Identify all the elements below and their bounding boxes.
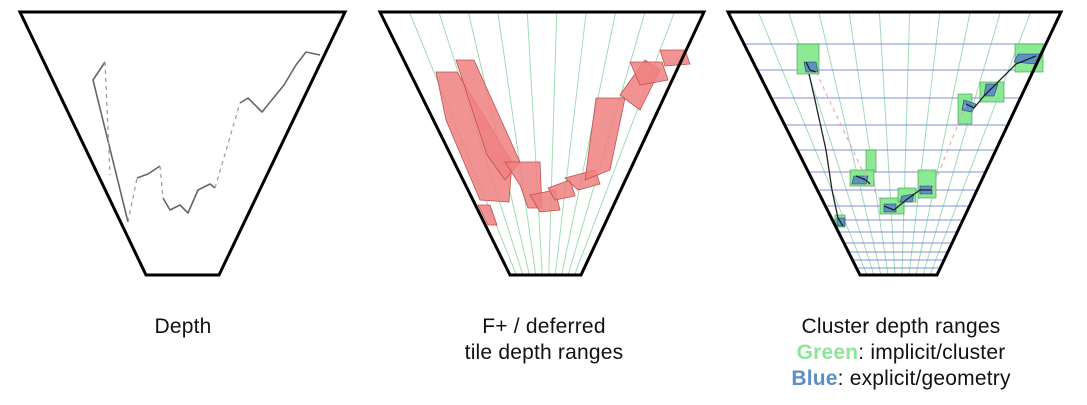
cluster-grid: [744, 11, 1046, 276]
tile-depth-ranges: [435, 49, 691, 226]
caption-line: F+ / deferred: [482, 315, 606, 338]
tile-grid-ray: [548, 11, 558, 276]
depth-panel: [17, 10, 348, 277]
caption-depth: Depth: [33, 314, 333, 340]
tile-grid-ray: [561, 11, 617, 276]
tile-grid-ray: [554, 11, 587, 276]
cluster-grid-ray: [757, 11, 868, 276]
legend-green-text: : implicit/cluster: [858, 341, 1006, 364]
tile-panel: [377, 10, 707, 277]
caption-line: tile depth ranges: [464, 341, 624, 364]
legend-blue: Blue: explicit/geometry: [751, 366, 1051, 392]
depth-profile-dashed: [104, 61, 241, 223]
legend-green: Green: implicit/cluster: [751, 340, 1051, 366]
cluster-grid-ray: [929, 11, 1032, 276]
tile-grid-ray: [574, 11, 676, 276]
diagram-canvas: [17, 10, 1064, 277]
caption-line: Depth: [154, 315, 212, 338]
frustum-outline: [17, 10, 348, 277]
cluster-grid-ray: [915, 11, 971, 276]
cluster-grid-ray: [878, 11, 896, 276]
cluster-grid-ray: [901, 11, 911, 276]
tile-grid-ray: [526, 11, 543, 276]
frustum-outline: [725, 10, 1064, 277]
caption-tile: F+ / deferred tile depth ranges: [394, 314, 694, 366]
legend-blue-keyword: Blue: [791, 367, 838, 390]
frustum-outline: [377, 10, 707, 277]
tile-grid: [408, 11, 676, 276]
cluster-grid-ray: [848, 11, 889, 276]
legend-blue-text: : explicit/geometry: [837, 367, 1011, 390]
caption-title: Cluster depth ranges: [801, 315, 1001, 338]
legend-green-keyword: Green: [796, 341, 859, 364]
cluster-grid-ray: [908, 11, 941, 276]
cluster-panel: [725, 10, 1064, 277]
cluster-grid-ray: [922, 11, 1001, 276]
caption-cluster: Cluster depth ranges Green: implicit/clu…: [751, 314, 1051, 392]
depth-profile-solid: [92, 51, 321, 223]
cluster-grid-ray: [818, 11, 882, 276]
tile-grid-ray: [497, 11, 537, 276]
cluster-depth-trace: [805, 55, 1037, 227]
cluster-depth-dashed: [815, 71, 967, 207]
